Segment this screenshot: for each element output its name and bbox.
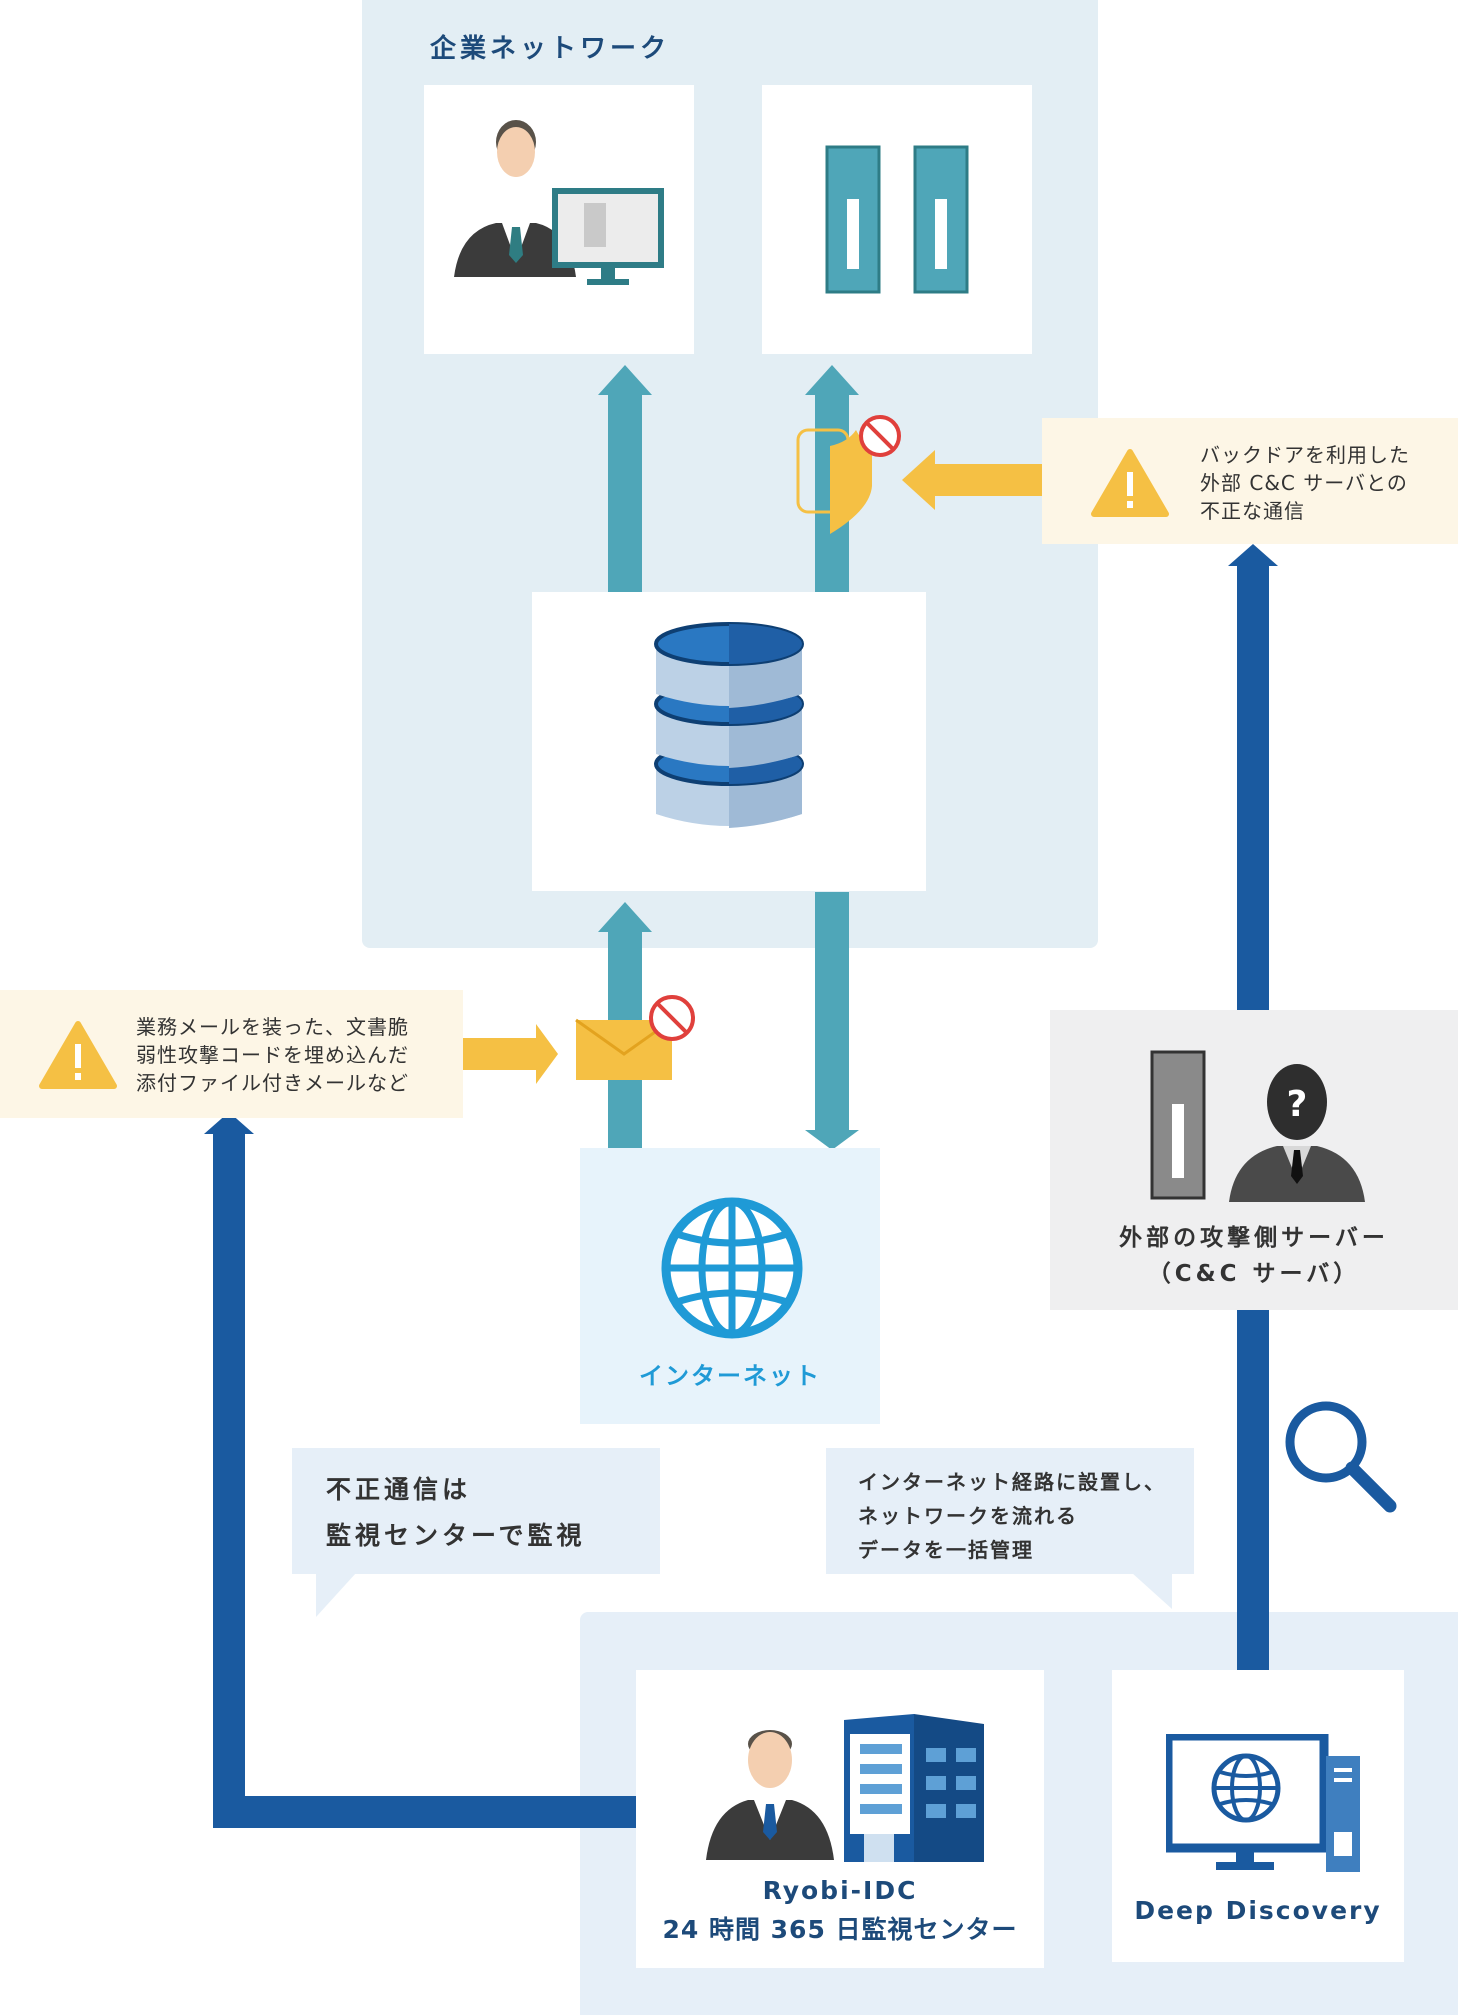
arrow-ryobi-to-email bbox=[204, 1112, 663, 1828]
monitoring-bubble-tail bbox=[316, 1573, 356, 1617]
deep-discovery-note-line-3: データを一括管理 bbox=[858, 1538, 1034, 1562]
deep-discovery-box: Deep Discovery bbox=[1112, 1670, 1404, 1962]
monitoring-bubble: 不正通信は 監視センターで監視 bbox=[292, 1448, 660, 1574]
backdoor-alert-line-1: バックドアを利用した bbox=[1200, 443, 1410, 467]
deep-discovery-note-line-2: ネットワークを流れる bbox=[858, 1504, 1078, 1528]
database-icon bbox=[654, 622, 804, 828]
email-alert-line-3: 添付ファイル付きメールなど bbox=[136, 1071, 409, 1095]
server-icon bbox=[825, 145, 969, 294]
backdoor-alert-line-3: 不正な通信 bbox=[1200, 499, 1305, 523]
cnc-server-icon bbox=[1150, 1050, 1206, 1200]
database-box bbox=[532, 592, 926, 891]
cnc-server-line-2: （C&C サーバ） bbox=[1147, 1261, 1361, 1287]
employee-pc-icon bbox=[454, 120, 664, 285]
internet-label: インターネット bbox=[639, 1362, 821, 1390]
line-deepdiscovery-to-cnc bbox=[1237, 1308, 1269, 1691]
globe-icon bbox=[661, 1197, 803, 1339]
svg-text:?: ? bbox=[1287, 1084, 1308, 1125]
deep-discovery-note-line-1: インターネット経路に設置し、 bbox=[858, 1470, 1166, 1494]
ryobi-idc-line-1: Ryobi-IDC bbox=[762, 1876, 918, 1905]
ryobi-idc-line-2: 24 時間 365 日監視センター bbox=[662, 1915, 1018, 1944]
backdoor-alert: バックドアを利用した 外部 C&C サーバとの 不正な通信 bbox=[1042, 418, 1458, 544]
arrow-cnc-to-backdoor bbox=[1228, 544, 1278, 1010]
operator-icon bbox=[706, 1730, 834, 1860]
arrow-db-to-internet bbox=[805, 892, 859, 1150]
deep-discovery-computer-icon bbox=[1166, 1734, 1360, 1872]
email-alert: 業務メールを装った、文書脆 弱性攻撃コードを埋め込んだ 添付ファイル付きメールな… bbox=[0, 990, 463, 1118]
shield-block-icon bbox=[796, 415, 901, 534]
email-alert-line-2: 弱性攻撃コードを埋め込んだ bbox=[136, 1043, 409, 1067]
corporate-network-label: 企業ネットワーク bbox=[430, 34, 671, 64]
anonymous-attacker-icon: ? bbox=[1229, 1064, 1365, 1202]
ryobi-idc-box: Ryobi-IDC 24 時間 365 日監視センター bbox=[636, 1670, 1044, 1968]
warning-icon bbox=[1091, 449, 1169, 517]
deep-discovery-note-tail bbox=[1132, 1573, 1172, 1609]
backdoor-alert-line-2: 外部 C&C サーバとの bbox=[1200, 471, 1408, 495]
cnc-server-line-1: 外部の攻撃側サーバー bbox=[1119, 1225, 1389, 1251]
server-box bbox=[762, 85, 1032, 354]
internet-box: インターネット bbox=[580, 1148, 880, 1424]
email-alert-line-1: 業務メールを装った、文書脆 bbox=[136, 1015, 409, 1039]
arrow-db-to-employee bbox=[598, 365, 652, 593]
envelope-block-icon bbox=[575, 995, 695, 1080]
employee-pc-box bbox=[424, 85, 694, 354]
deep-discovery-label: Deep Discovery bbox=[1134, 1896, 1382, 1925]
monitoring-bubble-line-1: 不正通信は bbox=[326, 1475, 472, 1504]
monitoring-bubble-line-2: 監視センターで監視 bbox=[326, 1521, 586, 1550]
magnifier-icon bbox=[1285, 1401, 1397, 1513]
deep-discovery-note-bubble: インターネット経路に設置し、 ネットワークを流れる データを一括管理 bbox=[826, 1448, 1194, 1574]
cnc-server-box: ? 外部の攻撃側サーバー （C&C サーバ） bbox=[1050, 1010, 1458, 1310]
warning-icon bbox=[39, 1021, 117, 1089]
building-icon bbox=[844, 1714, 984, 1862]
